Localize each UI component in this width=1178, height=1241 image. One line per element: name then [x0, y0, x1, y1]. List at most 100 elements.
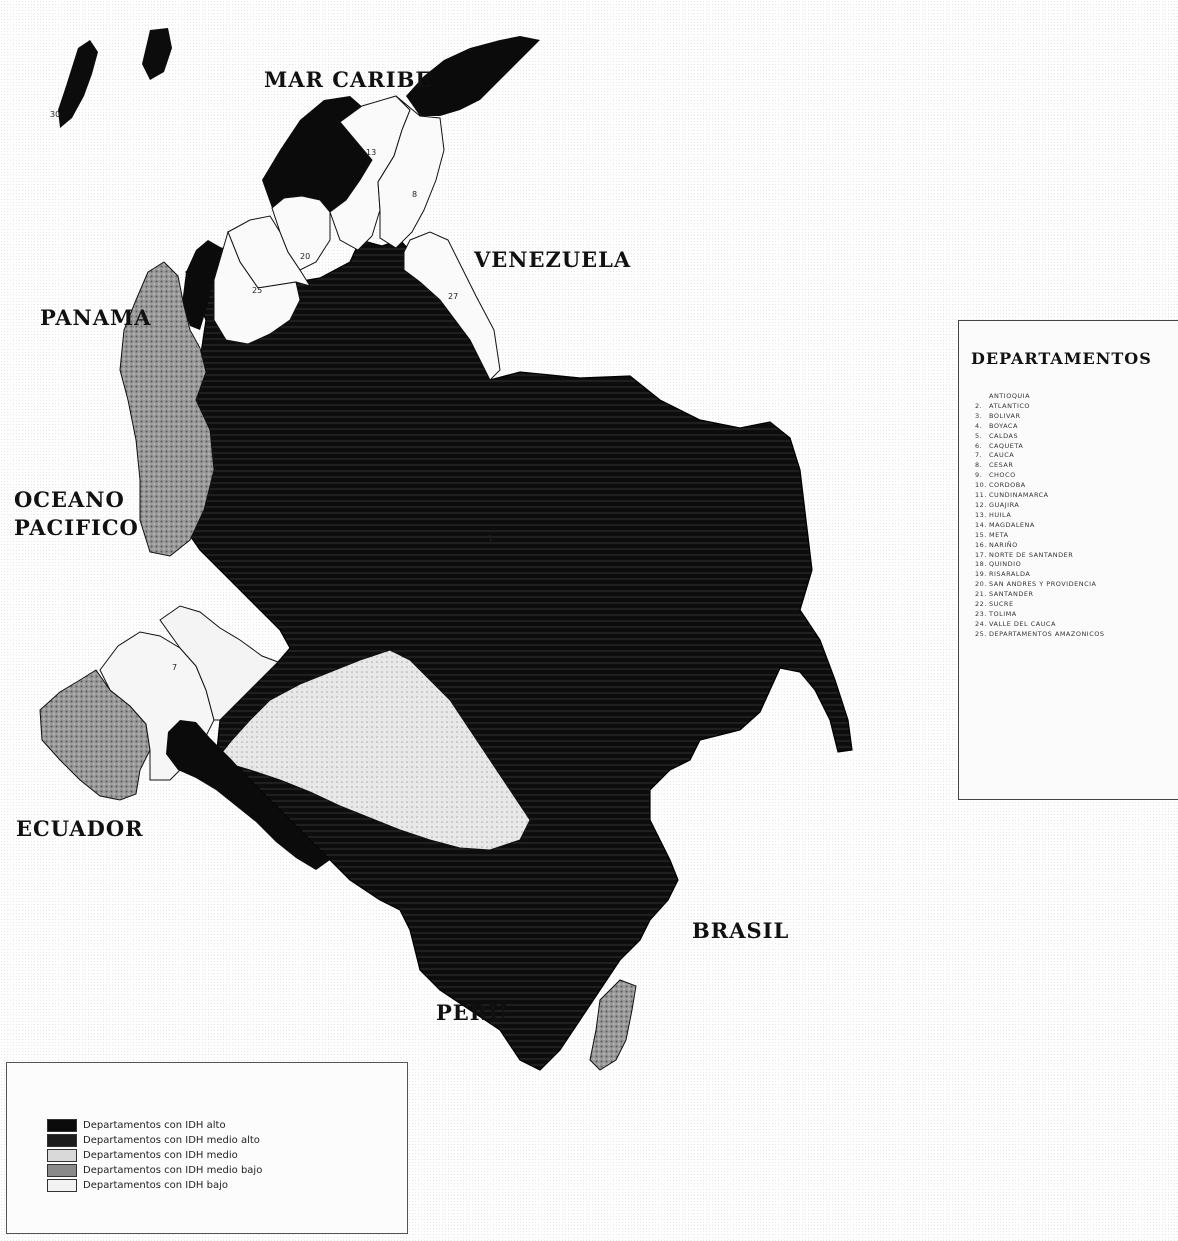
map-number: 8 [412, 190, 418, 199]
departamento-item: 4.BOYACA [975, 422, 1178, 432]
legend-item: Departamentos con IDH medio [47, 1148, 407, 1163]
departamento-item: 6.CAQUETA [975, 442, 1178, 452]
departamento-item: 11.CUNDINAMARCA [975, 491, 1178, 501]
departamento-number: 25. [975, 629, 987, 638]
map-number: 27 [448, 292, 459, 301]
departamento-number: 2. [975, 401, 983, 410]
departamento-item: 18.QUINDIO [975, 560, 1178, 570]
legend-label: Departamentos con IDH bajo [83, 1180, 228, 1191]
island-providencia [142, 28, 172, 80]
departamento-item: 19.RISARALDA [975, 570, 1178, 580]
departamento-name: VALLE DEL CAUCA [989, 619, 1056, 628]
map-number: 30 [50, 110, 61, 119]
departamento-number: 12. [975, 500, 987, 509]
legend-label: Departamentos con IDH medio bajo [83, 1165, 263, 1176]
departamento-item: 13.HUILA [975, 511, 1178, 521]
departamento-item: 7. CAUCA [975, 451, 1178, 461]
region-huila [159, 605, 279, 721]
label-ecuador: ECUADOR [16, 816, 144, 841]
departamento-item: 12.GUAJIRA [975, 501, 1178, 511]
departamento-number: 9. [975, 471, 983, 480]
legend-item: Departamentos con IDH medio bajo [47, 1163, 407, 1178]
departamento-item: 14.MAGDALENA [975, 521, 1178, 531]
departamento-number: 17. [975, 550, 987, 559]
departamento-item: 2. ATLANTICO [975, 402, 1178, 412]
departamento-number: 15. [975, 530, 987, 539]
map-number: 13 [366, 148, 377, 157]
region-choco [119, 261, 215, 557]
map-number: 25 [252, 286, 263, 295]
departamento-item: 23.TOLIMA [975, 610, 1178, 620]
departamento-name: CALDAS [989, 431, 1019, 440]
departamento-number: 22. [975, 600, 987, 609]
region-dark-uraba [182, 240, 222, 330]
departamento-number: 23. [975, 609, 987, 618]
departamento-name: NORTE DE SANTANDER [989, 550, 1074, 559]
departamento-number: 20. [975, 580, 987, 589]
legend-swatch [47, 1134, 77, 1147]
departamento-number: 18. [975, 560, 987, 569]
departamento-number: 11. [975, 491, 987, 500]
departamento-name: NARIÑO [989, 540, 1018, 549]
legend-label: Departamentos con IDH medio [83, 1150, 238, 1161]
map-number: 1 [488, 534, 494, 543]
departamento-name: BOYACA [989, 421, 1018, 430]
legend-swatch [47, 1149, 77, 1162]
departamento-item: 17.NORTE DE SANTANDER [975, 551, 1178, 561]
region-narino [39, 669, 151, 801]
departamento-item: ANTIOQUIA [975, 392, 1178, 402]
departamento-number: 5. [975, 431, 983, 440]
legend-label: Departamentos con IDH medio alto [83, 1135, 260, 1146]
departamento-item: 25.DEPARTAMENTOS AMAZONICOS [975, 630, 1178, 640]
label-oceano: OCEANO [14, 487, 125, 512]
region-amazonas-trapecio [589, 979, 637, 1071]
departamento-name: RISARALDA [989, 570, 1031, 579]
departamento-number: 24. [975, 619, 987, 628]
departamento-item: 22.SUCRE [975, 600, 1178, 610]
region-putumayo [166, 720, 330, 870]
region-white-sucre [271, 195, 331, 271]
region-white-cesar [377, 95, 445, 249]
departamento-name: ATLANTICO [989, 401, 1031, 410]
region-dark-main [185, 239, 853, 1071]
legend-item: Departamentos con IDH alto [47, 1118, 407, 1133]
departamento-name: CHOCO [989, 471, 1016, 480]
departamento-name: CUNDINAMARCA [989, 491, 1049, 500]
map-number: 20 [300, 252, 311, 261]
label-mar-caribe: MAR CARIBE [264, 67, 433, 92]
departamento-name: META [989, 530, 1009, 539]
departamento-number: 8. [975, 461, 983, 470]
departamento-item: 15.META [975, 531, 1178, 541]
departamento-name: CAUCA [989, 451, 1015, 460]
departamento-number: 13. [975, 510, 987, 519]
legend-swatch [47, 1119, 77, 1132]
legend-swatch [47, 1179, 77, 1192]
legend-swatch [47, 1164, 77, 1177]
region-white-norte-santander [403, 231, 501, 381]
departamentos-title: DEPARTAMENTOS [971, 349, 1152, 368]
departamento-number: 7. [975, 451, 983, 460]
departamento-name: CESAR [989, 461, 1014, 470]
departamento-item: 16.NARIÑO [975, 541, 1178, 551]
departamento-item: 9. CHOCO [975, 471, 1178, 481]
legend-label: Departamentos con IDH alto [83, 1120, 226, 1131]
departamento-item: 20.SAN ANDRES Y PROVIDENCIA [975, 580, 1178, 590]
legend-item: Departamentos con IDH bajo [47, 1178, 407, 1193]
label-panama: PANAMA [40, 305, 152, 330]
departamento-number: 14. [975, 520, 987, 529]
region-caqueta [215, 649, 531, 851]
departamento-item: 10.CORDOBA [975, 481, 1178, 491]
departamento-item: 24.VALLE DEL CAUCA [975, 620, 1178, 630]
departamento-name: ANTIOQUIA [989, 392, 1031, 400]
label-brasil: BRASIL [692, 918, 790, 943]
departamento-name: TOLIMA [989, 609, 1017, 618]
departamento-number: 3. [975, 411, 983, 420]
region-dark-guajira [406, 36, 540, 116]
departamento-number: 19. [975, 570, 987, 579]
departamento-name: DEPARTAMENTOS AMAZONICOS [989, 629, 1105, 638]
departamento-number: 16. [975, 540, 987, 549]
